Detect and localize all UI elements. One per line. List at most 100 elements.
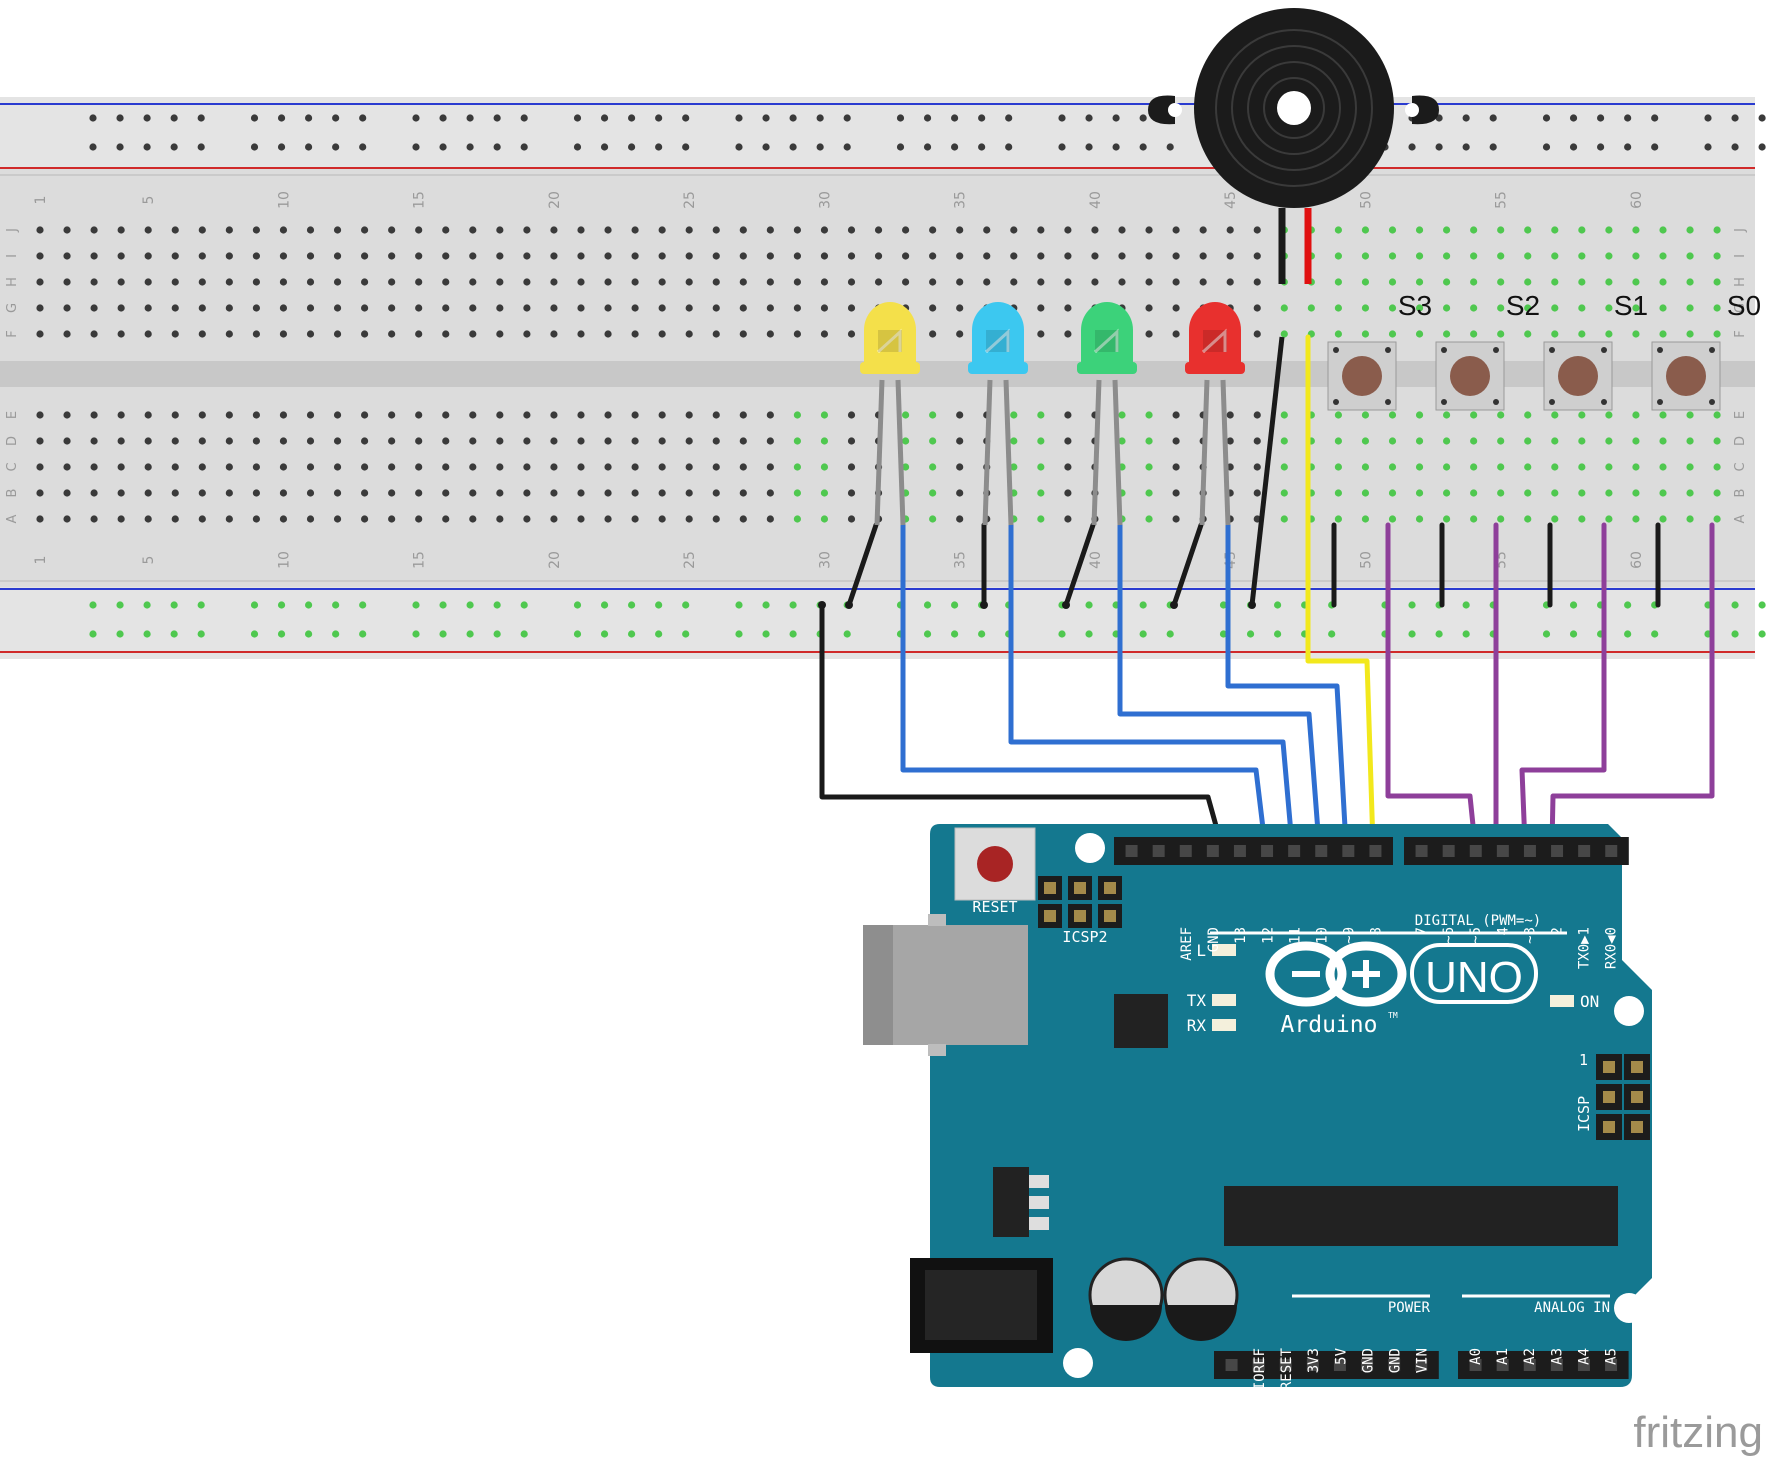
- piezo-buzzer: [1148, 8, 1439, 606]
- hole: [820, 437, 829, 445]
- hole: [1064, 278, 1072, 286]
- hole: [847, 463, 856, 471]
- rail-hole: [1651, 143, 1659, 151]
- rail-hole: [762, 601, 770, 609]
- led-wire-blue: [1008, 522, 1295, 848]
- hole: [550, 226, 558, 234]
- hole: [144, 411, 152, 419]
- button-pin: [1333, 347, 1339, 353]
- rail-hole: [951, 143, 959, 151]
- hole: [1632, 330, 1640, 338]
- hole: [1010, 463, 1018, 471]
- hole: [496, 437, 504, 445]
- rail-hole: [493, 114, 501, 122]
- led-anode-mark: [1201, 328, 1227, 354]
- hole: [1605, 226, 1613, 234]
- hole: [577, 330, 585, 338]
- buzzer-mount-hole: [1405, 103, 1419, 117]
- hole: [388, 489, 396, 497]
- hole: [36, 252, 44, 260]
- column-number: 1: [33, 556, 49, 565]
- rail-hole: [412, 601, 420, 609]
- fritzing-watermark: fritzing: [1633, 1408, 1763, 1457]
- hole: [306, 437, 315, 445]
- hole: [658, 489, 666, 497]
- rail-hole: [1462, 114, 1470, 122]
- power-pin-label: RESET: [1279, 1347, 1295, 1390]
- hole: [550, 411, 558, 419]
- button-pin: [1657, 347, 1663, 353]
- hole: [1443, 304, 1451, 312]
- hole: [388, 411, 396, 419]
- header-pin: [1179, 845, 1192, 857]
- hole: [1605, 463, 1613, 471]
- hole: [1551, 226, 1559, 234]
- digital-pin-label: 13: [1233, 927, 1249, 944]
- hole: [1497, 463, 1505, 471]
- hole: [1145, 226, 1153, 234]
- rail-hole: [1085, 601, 1093, 609]
- hole: [252, 330, 260, 338]
- hole: [847, 411, 856, 419]
- hole: [631, 252, 639, 260]
- header-pin: [1261, 845, 1274, 857]
- hole: [1361, 330, 1370, 338]
- hole: [1361, 411, 1370, 419]
- header-pin: [1415, 845, 1428, 857]
- rail-hole: [573, 143, 582, 151]
- hole: [1064, 304, 1072, 312]
- hole: [1524, 437, 1532, 445]
- hole: [1415, 252, 1424, 260]
- hole: [388, 515, 396, 523]
- hole: [442, 252, 450, 260]
- hole: [1632, 226, 1640, 234]
- row-letter: J: [1733, 228, 1748, 233]
- hole: [252, 411, 260, 419]
- hole: [1578, 463, 1586, 471]
- hole: [198, 278, 206, 286]
- rail-hole: [466, 630, 474, 638]
- hole: [929, 278, 937, 286]
- hole: [1172, 304, 1180, 312]
- row-letter: D: [5, 436, 20, 446]
- hole: [1551, 304, 1559, 312]
- hole: [1686, 304, 1694, 312]
- hole: [739, 252, 747, 260]
- hole: [63, 437, 71, 445]
- hole: [1010, 252, 1018, 260]
- analog-pin-label: A0: [1468, 1348, 1484, 1365]
- hole: [523, 252, 531, 260]
- hole: [252, 226, 260, 234]
- digital-header-right: [1404, 837, 1629, 865]
- rail-hole: [735, 143, 743, 151]
- push-buttons: [1327, 341, 1721, 411]
- digital-pin-label: 4: [1495, 927, 1511, 935]
- rail-hole: [1569, 601, 1578, 609]
- led-wire-red: [1225, 522, 1349, 848]
- rail-hole: [1731, 630, 1739, 638]
- hole: [631, 437, 639, 445]
- hole: [1578, 515, 1586, 523]
- rail-hole: [600, 143, 609, 151]
- hole: [1659, 489, 1667, 497]
- rail-hole: [439, 630, 447, 638]
- hole: [604, 330, 612, 338]
- hole: [1037, 304, 1045, 312]
- usb-connector-edge: [863, 925, 893, 1045]
- hole: [1497, 304, 1505, 312]
- header-pin: [1279, 1359, 1292, 1371]
- led-dome: [972, 302, 1024, 372]
- hole: [90, 278, 98, 286]
- hole: [1524, 489, 1532, 497]
- button-cap: [1450, 356, 1490, 396]
- hole: [658, 411, 666, 419]
- header-housing: [1214, 1351, 1439, 1379]
- buzzer-ground-wire: [1249, 336, 1285, 606]
- breadboard-holes: [36, 114, 1766, 638]
- rail-hole: [923, 601, 932, 609]
- arduino-uno: RESET ICSP2 DIGITAL (PWM=~) POWER: [863, 824, 1652, 1390]
- hole: [847, 330, 856, 338]
- hole: [469, 489, 477, 497]
